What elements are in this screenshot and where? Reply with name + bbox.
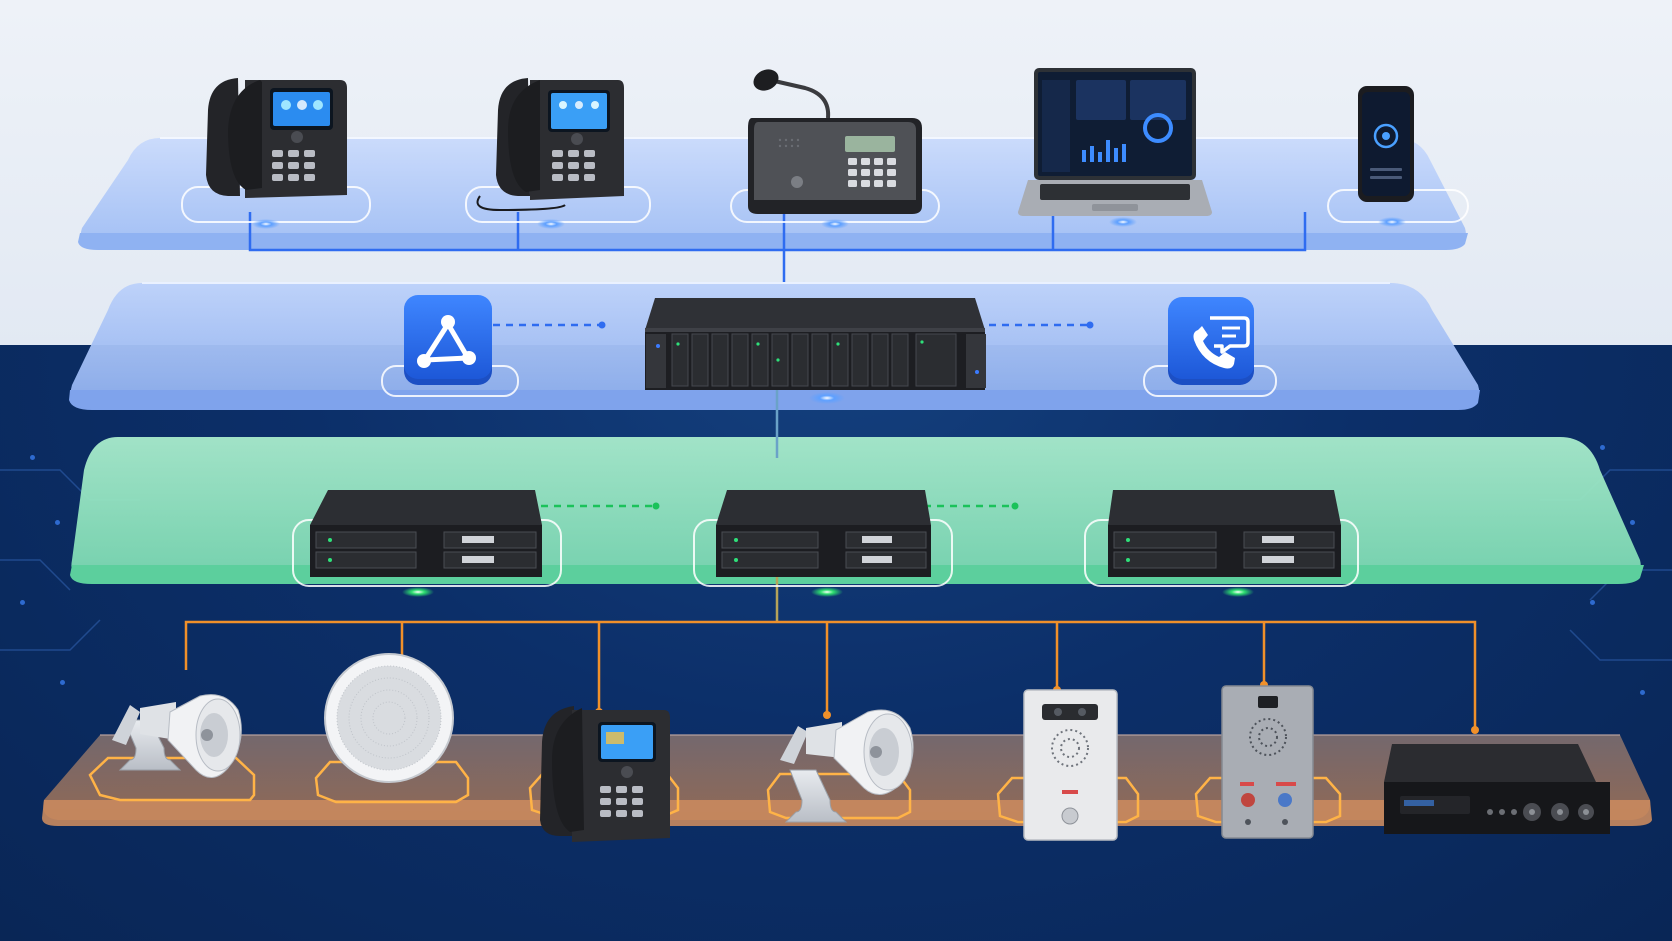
glow bbox=[1109, 217, 1137, 227]
laptop-dashboard-icon bbox=[1018, 68, 1212, 216]
glow bbox=[402, 587, 434, 597]
amplifier-icon bbox=[1384, 744, 1610, 834]
gateway-box-icon bbox=[310, 490, 542, 577]
gateway-box-icon bbox=[716, 490, 931, 577]
phone-chat-icon bbox=[1168, 297, 1254, 385]
link-node bbox=[1086, 321, 1094, 329]
circuit-dot bbox=[55, 520, 60, 525]
horn-speaker-icon bbox=[780, 709, 914, 823]
gateway-box-icon bbox=[1108, 490, 1341, 577]
intercom-panel-icon bbox=[1023, 689, 1118, 841]
paging-console-icon bbox=[748, 69, 922, 214]
circuit-dot bbox=[1600, 445, 1605, 450]
circuit-dot bbox=[1590, 600, 1595, 605]
circuit-dot bbox=[60, 680, 65, 685]
link-node bbox=[1011, 502, 1019, 510]
intercom-panel-icon bbox=[1221, 685, 1314, 839]
links-tier1 bbox=[248, 212, 1307, 282]
circuit-dot bbox=[1640, 690, 1645, 695]
link-node bbox=[652, 502, 660, 510]
network-hub-icon bbox=[404, 295, 492, 385]
glow bbox=[1222, 587, 1254, 597]
glow bbox=[252, 219, 280, 229]
glow bbox=[537, 219, 565, 229]
smartphone-icon bbox=[1358, 86, 1414, 202]
glow bbox=[1378, 217, 1406, 227]
ceiling-speaker-icon bbox=[324, 653, 454, 783]
circuit-dot bbox=[30, 455, 35, 460]
link-node bbox=[598, 321, 606, 329]
glow bbox=[809, 392, 845, 404]
horn-speaker-icon bbox=[112, 694, 242, 778]
glow bbox=[811, 587, 843, 597]
circuit-dot bbox=[1630, 520, 1635, 525]
desk-phone-icon bbox=[206, 78, 347, 198]
circuit-dot bbox=[20, 600, 25, 605]
rack-server-icon bbox=[645, 298, 986, 390]
desk-phone-icon bbox=[476, 78, 624, 212]
desk-phone-icon bbox=[540, 706, 670, 842]
glow bbox=[821, 219, 849, 229]
